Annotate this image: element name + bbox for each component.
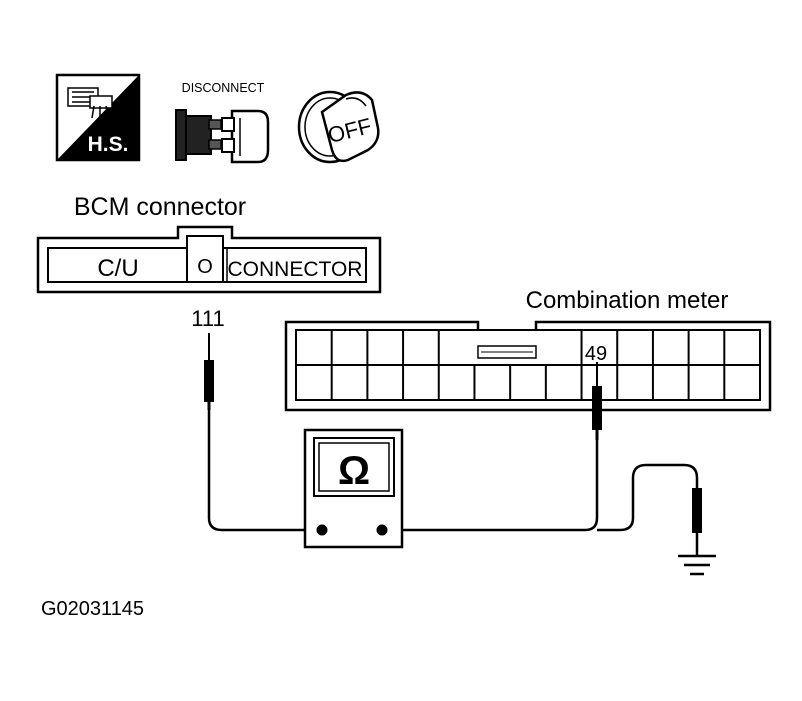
figure-code: G02031145 xyxy=(41,598,144,620)
ohmmeter-icon: Ω xyxy=(303,428,404,549)
wire-ground-lead xyxy=(597,463,699,532)
disconnect-connector-icon: DISCONNECT xyxy=(175,81,270,164)
wire-meter-to-ohmmeter xyxy=(402,438,599,532)
bcm-o-label: O xyxy=(197,256,213,278)
bcm-connector-title: BCM connector xyxy=(74,193,246,221)
disconnect-label: DISCONNECT xyxy=(182,81,265,95)
bcm-terminal-number: 111 xyxy=(191,306,224,331)
bcm-connector: C/U O CONNECTOR xyxy=(36,225,382,294)
bcm-probe xyxy=(204,333,214,410)
ground-probe xyxy=(692,488,702,556)
meter-terminal-number: 49 xyxy=(585,343,607,365)
wire-bcm-to-ohmmeter xyxy=(207,408,305,532)
combination-meter-title: Combination meter xyxy=(526,287,729,314)
harness-service-icon: H.S. xyxy=(55,73,141,162)
ignition-key-off-icon: OFF xyxy=(297,90,380,164)
bcm-cu-label: C/U xyxy=(97,255,138,282)
bcm-connector-label: CONNECTOR xyxy=(228,258,363,281)
ohmmeter-terminal-left xyxy=(316,524,328,536)
ground-icon xyxy=(678,554,716,576)
hs-label: H.S. xyxy=(88,133,129,156)
ohmmeter-terminal-right xyxy=(376,524,388,536)
ohmmeter-symbol: Ω xyxy=(338,449,370,493)
combination-meter-connector xyxy=(284,320,772,412)
